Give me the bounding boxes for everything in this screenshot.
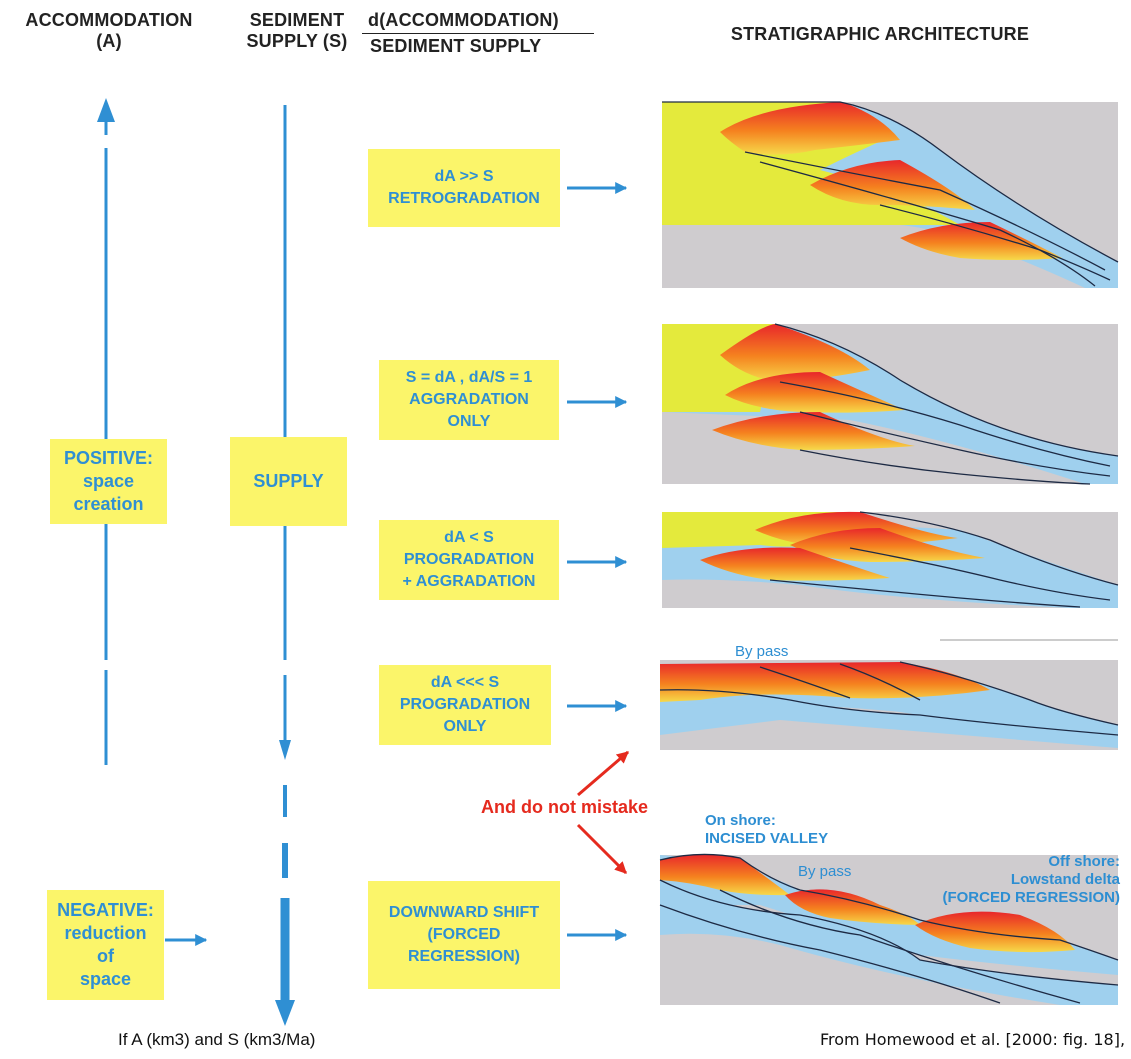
source-citation: From Homewood et al. [2000: fig. 18], [820,1030,1126,1049]
offshore-line3: (FORCED REGRESSION) [942,889,1120,906]
case-4-line2: PROGRADATION [399,696,531,713]
negative-line1: NEGATIVE: [57,900,154,920]
positive-line2: space [82,471,135,491]
header-accommodation-line2: (A) [96,31,122,51]
case-box-progradation-aggradation: dA < S PROGRADATION + AGGRADATION [379,520,559,600]
negative-line3: of [97,946,114,966]
case-4-line3: ONLY [443,718,487,735]
case-box-retrogradation: dA >> S RETROGRADATION [368,149,560,227]
case-box-progradation-only: dA <<< S PROGRADATION ONLY [379,665,551,745]
section-aggradation [662,323,1119,485]
header-accommodation-line1: ACCOMMODATION [25,10,193,30]
bypass-label-2: By pass [798,863,852,880]
case-2-line1: S = dA , dA/S = 1 [405,369,533,386]
offshore-line2: Lowstand delta [1010,871,1120,888]
positive-line1: POSITIVE: [63,448,153,468]
case-1-line1: dA >> S [434,168,494,185]
header-ratio-numerator: d(ACCOMMODATION) [368,10,559,30]
header-sediment-supply: SEDIMENT SUPPLY (S) [232,10,362,52]
section-progradation-only [659,660,1119,750]
case-arrows [165,182,628,946]
supply-label: SUPPLY [253,471,324,491]
case-5-line3: REGRESSION) [407,948,520,965]
offshore-label: Off shore: Lowstand delta (FORCED REGRES… [920,853,1120,907]
units-note: If A (km3) and S (km3/Ma) [118,1030,316,1049]
positive-box: POSITIVE: space creation [50,439,167,524]
bypass-label-1: By pass [735,643,789,660]
case-3-line2: PROGRADATION [403,551,535,568]
section-downward-shift [659,853,1119,1005]
case-box-downward-shift: DOWNWARD SHIFT (FORCED REGRESSION) [368,881,560,989]
positive-line3: creation [73,494,144,514]
offshore-line1: Off shore: [1048,853,1120,870]
case-2-line2: AGGRADATION [409,391,529,408]
negative-line4: space [79,969,132,989]
case-4-line1: dA <<< S [430,674,500,691]
case-3-line3: + AGGRADATION [402,573,536,590]
header-ratio-denominator: SEDIMENT SUPPLY [370,36,542,56]
onshore-line2: INCISED VALLEY [705,830,829,847]
negative-box: NEGATIVE: reduction of space [47,890,164,1000]
header-architecture: STRATIGRAPHIC ARCHITECTURE [730,24,1030,44]
supply-arrow [275,105,295,1026]
section-progradation-aggradation [662,511,1119,608]
header-accommodation: ACCOMMODATION (A) [4,10,214,52]
mistake-label: And do not mistake [481,797,649,817]
mistake-arrows [576,750,629,875]
case-2-line3: ONLY [447,413,491,430]
header-sediment-line1: SEDIMENT [249,10,345,30]
case-3-line1: dA < S [444,529,494,546]
onshore-line1: On shore: [705,812,776,829]
negative-line2: reduction [64,923,147,943]
header-sediment-line2: SUPPLY (S) [246,31,348,51]
section-retrogradation [662,101,1119,288]
accommodation-arrow [97,98,115,765]
case-1-line2: RETROGRADATION [388,190,540,207]
case-box-aggradation: S = dA , dA/S = 1 AGGRADATION ONLY [379,360,559,440]
case-5-line2: (FORCED [427,926,501,943]
header-ratio: d(ACCOMMODATION) SEDIMENT SUPPLY [362,10,602,57]
header-ratio-fraction-bar [362,33,594,34]
supply-box: SUPPLY [230,437,347,526]
case-5-line1: DOWNWARD SHIFT [388,904,540,921]
onshore-label: On shore: INCISED VALLEY [705,812,828,848]
